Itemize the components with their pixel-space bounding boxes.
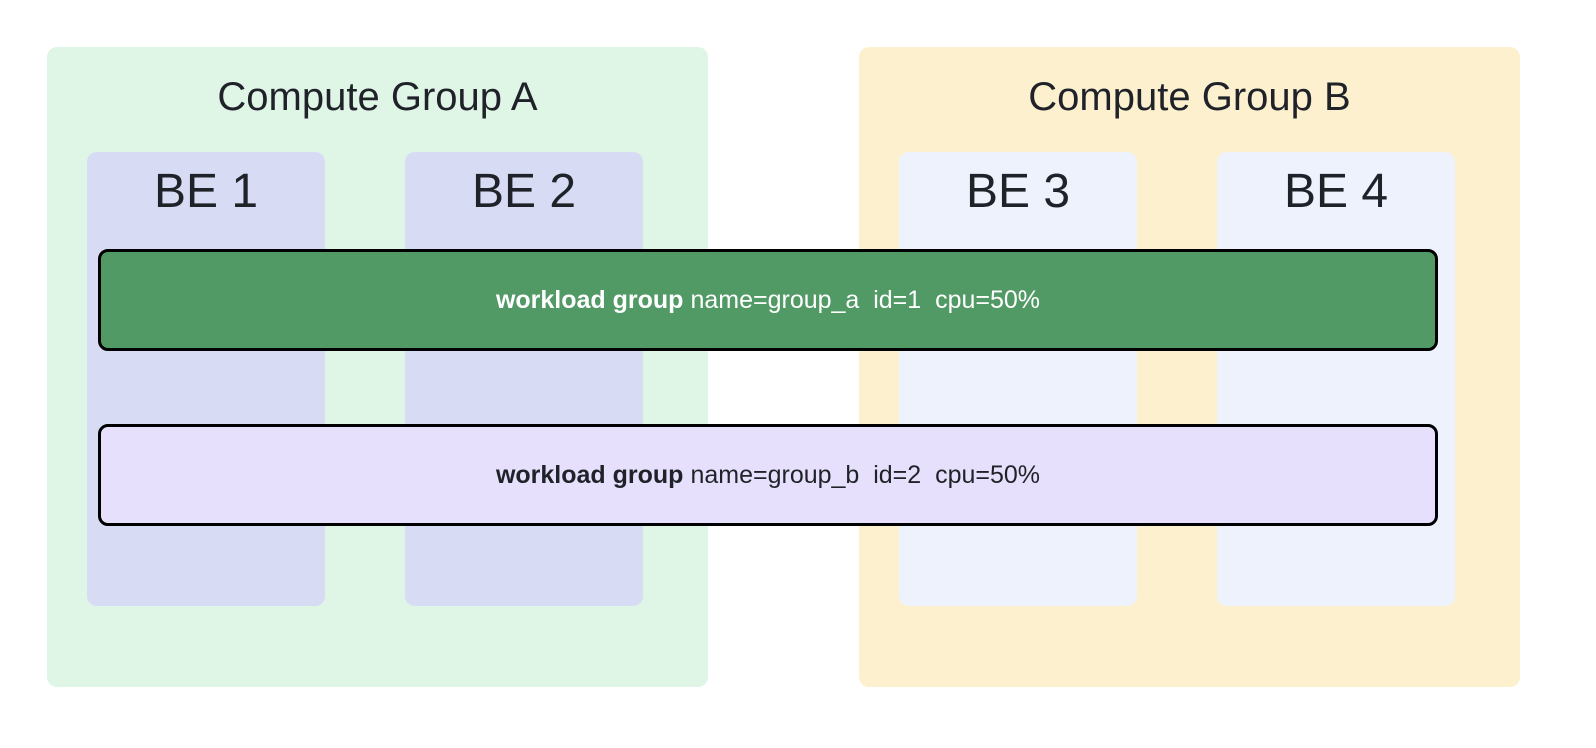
workload-group-b: workload group name=group_b id=2 cpu=50%	[98, 424, 1438, 526]
backend-be2-label: BE 2	[471, 165, 577, 218]
workload-group-a-label: workload group	[495, 285, 684, 314]
backend-be1-label: BE 1	[153, 165, 259, 218]
compute-group-b-title: Compute Group B	[1028, 75, 1351, 119]
backend-be3: BE 3	[899, 152, 1137, 606]
workload-group-a: workload group name=group_a id=1 cpu=50%	[98, 249, 1438, 351]
backend-be3-label: BE 3	[965, 165, 1071, 218]
backend-be4-label: BE 4	[1283, 165, 1389, 218]
backend-be4: BE 4	[1217, 152, 1455, 606]
backend-be2: BE 2	[405, 152, 643, 606]
workload-group-b-label: workload group	[495, 460, 684, 489]
compute-group-a-title: Compute Group A	[217, 75, 538, 119]
workload-group-a-details: name=group_a id=1 cpu=50%	[690, 285, 1041, 314]
workload-group-b-details: name=group_b id=2 cpu=50%	[690, 460, 1041, 489]
backend-be1: BE 1	[87, 152, 325, 606]
